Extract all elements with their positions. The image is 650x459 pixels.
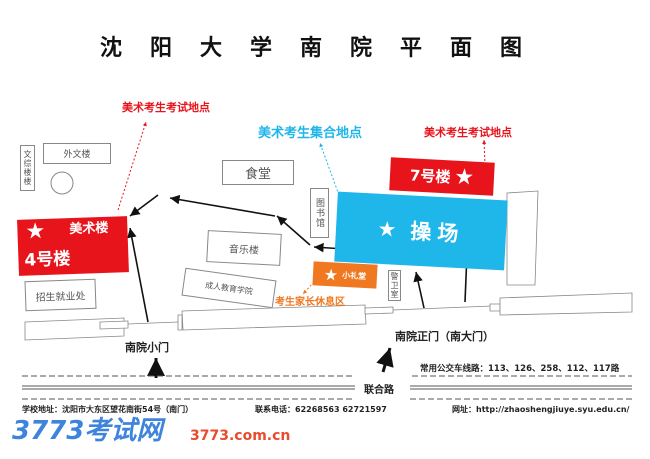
watermark-url: 3773.com.cn: [190, 428, 291, 444]
playground-label: 操场: [409, 219, 465, 247]
star-icon: ★: [453, 164, 475, 191]
building-4-meishu[interactable]: ★ 美术楼 4号楼: [17, 216, 129, 276]
building-7[interactable]: 7号楼★: [389, 157, 495, 196]
building-admissions[interactable]: 招生就业处: [24, 278, 97, 312]
building-music[interactable]: 音乐楼: [206, 230, 282, 266]
star-icon: ★: [323, 264, 339, 285]
map-title: 沈阳大学南院平面图: [99, 36, 550, 61]
small-hall[interactable]: ★小礼堂: [312, 261, 378, 289]
exam-site-label-right: 美术考生考试地点: [424, 126, 512, 139]
small-hall-label: 小礼堂: [341, 270, 367, 281]
road-name: 联合路: [364, 385, 394, 396]
rest-area-label: 考生家长休息区: [275, 297, 345, 308]
star-icon: ★: [25, 218, 46, 245]
building-guard[interactable]: 警卫室: [388, 270, 401, 301]
building-canteen[interactable]: 食堂: [222, 160, 294, 185]
bus-routes: 常用公交车线路：113、126、258、112、117路: [420, 364, 620, 374]
footer-website[interactable]: 网址：http://zhaoshengjiuye.syu.edu.cn/: [452, 405, 630, 414]
star-icon: ★: [377, 216, 404, 243]
small-gate-label: 南院小门: [125, 341, 169, 354]
footer-address: 学校地址：沈阳市大东区望花南街54号（南门）: [22, 405, 194, 414]
assembly-site-label: 美术考生集合地点: [258, 126, 363, 141]
watermark-logo: 3773考试网: [12, 416, 163, 446]
playground[interactable]: ★操场: [334, 191, 508, 271]
building-waiwen[interactable]: 外文楼: [43, 143, 111, 164]
building-wenzong[interactable]: 文综楼楼: [20, 145, 35, 191]
building-library[interactable]: 图书馆: [310, 188, 329, 238]
exam-site-label-left: 美术考生考试地点: [122, 101, 210, 114]
meishu-label: 美术楼: [69, 220, 109, 238]
footer-phone: 联系电话：62268563 62721597: [255, 405, 387, 414]
building-4-label: 4号楼: [24, 249, 71, 271]
building-7-label: 7号楼: [409, 166, 451, 187]
fountain: [50, 171, 74, 195]
main-gate-label: 南院正门（南大门）: [395, 330, 494, 343]
